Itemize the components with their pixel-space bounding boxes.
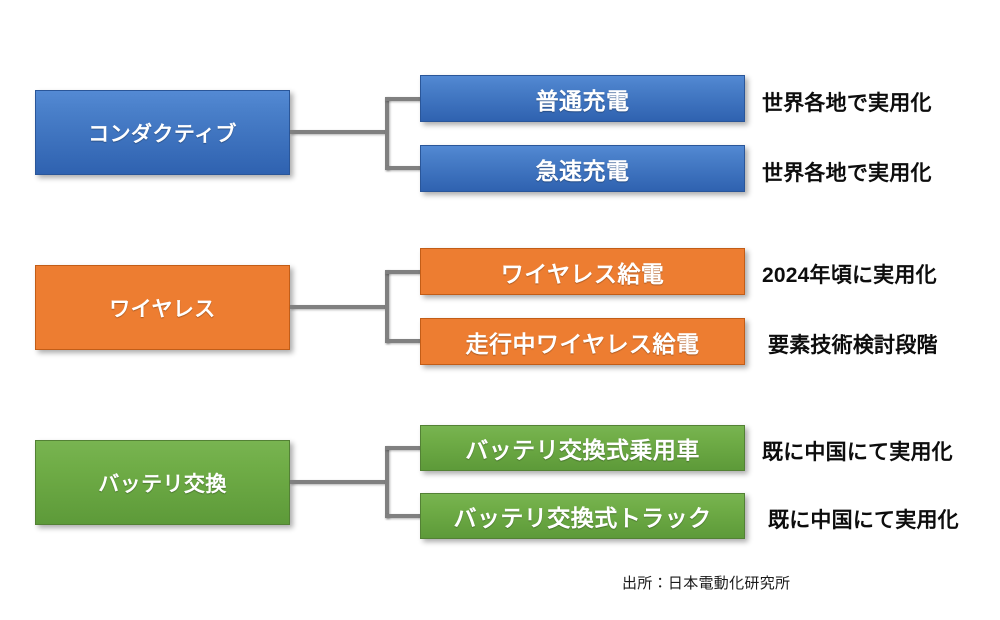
child-node-wireless-charging[interactable]: ワイヤレス給電 bbox=[420, 248, 745, 295]
connector-spine bbox=[385, 270, 389, 343]
parent-node-label: バッテリ交換 bbox=[98, 472, 227, 496]
connector-spine bbox=[385, 97, 389, 170]
child-node-swap-passenger-car[interactable]: バッテリ交換式乗用車 bbox=[420, 425, 745, 471]
status-label-normal-charging: 世界各地で実用化 bbox=[762, 92, 932, 115]
connector-arm-2 bbox=[385, 514, 422, 518]
child-node-label: 走行中ワイヤレス給電 bbox=[465, 330, 700, 357]
connector-arm-1 bbox=[385, 270, 422, 274]
child-node-swap-truck[interactable]: バッテリ交換式トラック bbox=[420, 493, 745, 539]
connector-arm-1 bbox=[385, 97, 422, 101]
child-node-fast-charging[interactable]: 急速充電 bbox=[420, 145, 745, 192]
child-node-label: 急速充電 bbox=[535, 157, 630, 184]
source-note: 出所：日本電動化研究所 bbox=[622, 575, 791, 592]
child-node-normal-charging[interactable]: 普通充電 bbox=[420, 75, 745, 122]
child-node-label: ワイヤレス給電 bbox=[500, 260, 665, 287]
status-label-swap-passenger-car: 既に中国にて実用化 bbox=[762, 441, 953, 464]
status-label-dynamic-wireless-charging: 要素技術検討段階 bbox=[768, 334, 938, 357]
child-node-dynamic-wireless-charging[interactable]: 走行中ワイヤレス給電 bbox=[420, 318, 745, 365]
connector-spine bbox=[385, 446, 389, 518]
child-node-label: バッテリ交換式トラック bbox=[453, 505, 712, 531]
connector-stem bbox=[290, 305, 385, 309]
parent-node-battery-swap[interactable]: バッテリ交換 bbox=[35, 440, 290, 525]
status-label-fast-charging: 世界各地で実用化 bbox=[762, 162, 932, 185]
parent-node-conductive[interactable]: コンダクティブ bbox=[35, 90, 290, 175]
status-label-swap-truck: 既に中国にて実用化 bbox=[768, 509, 959, 532]
connector-arm-1 bbox=[385, 446, 422, 450]
parent-node-label: コンダクティブ bbox=[88, 122, 237, 146]
connector-stem bbox=[290, 130, 385, 134]
parent-node-wireless[interactable]: ワイヤレス bbox=[35, 265, 290, 350]
connector-arm-2 bbox=[385, 166, 422, 170]
status-label-wireless-charging: 2024年頃に実用化 bbox=[762, 264, 937, 287]
child-node-label: バッテリ交換式乗用車 bbox=[465, 437, 700, 463]
child-node-label: 普通充電 bbox=[535, 87, 630, 114]
connector-arm-2 bbox=[385, 339, 422, 343]
connector-stem bbox=[290, 480, 385, 484]
parent-node-label: ワイヤレス bbox=[109, 297, 216, 321]
